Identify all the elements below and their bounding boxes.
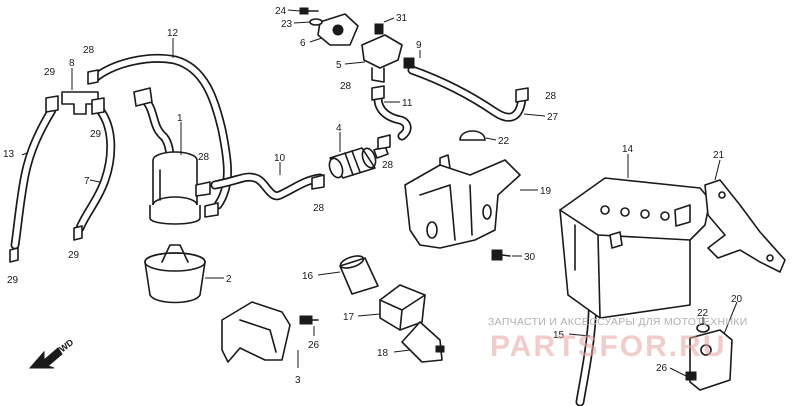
fuel-cock-5 <box>361 23 403 83</box>
rubber-mount-2 <box>144 244 206 304</box>
fuel-pump-1 <box>149 151 201 225</box>
fwd-arrow-icon <box>28 347 63 369</box>
label-4: 4 <box>336 123 342 134</box>
connector-18 <box>401 321 445 363</box>
label-21: 21 <box>713 150 725 161</box>
label-2: 2 <box>226 274 232 285</box>
fwd-label: FWD <box>53 337 76 358</box>
screw-24 <box>299 7 319 15</box>
label-15: 15 <box>553 330 565 341</box>
battery-bracket-21 <box>704 179 786 273</box>
label-26a: 26 <box>308 340 320 351</box>
hose-7 <box>75 105 116 233</box>
label-5: 5 <box>336 60 342 71</box>
bolt-30 <box>491 249 511 261</box>
label-31: 31 <box>396 13 408 24</box>
label-26b: 26 <box>656 363 668 374</box>
label-29a: 29 <box>44 67 56 78</box>
label-11: 11 <box>402 98 413 109</box>
label-20: 20 <box>731 294 743 305</box>
label-9: 9 <box>416 40 422 51</box>
clamp-29-3 <box>73 225 83 241</box>
clip-28-5 <box>377 134 391 150</box>
label-30: 30 <box>524 252 536 263</box>
hose-1-top <box>140 95 175 165</box>
label-27: 27 <box>547 112 559 123</box>
label-22a: 22 <box>498 136 510 147</box>
label-23: 23 <box>281 19 293 30</box>
clip-28-2 <box>195 181 211 197</box>
hose-11 <box>373 93 412 141</box>
relay-17 <box>379 284 426 331</box>
label-17: 17 <box>343 312 355 323</box>
label-28e: 28 <box>340 81 352 92</box>
label-28b: 28 <box>198 152 210 163</box>
battery-14 <box>559 177 711 319</box>
clamp-29-1 <box>45 95 59 113</box>
fuse-holder-16 <box>339 255 379 295</box>
label-28d: 28 <box>382 160 394 171</box>
washer-23 <box>309 18 323 26</box>
hose-12 <box>90 53 232 210</box>
clamp-pump-top <box>133 87 153 107</box>
label-7: 7 <box>84 176 90 187</box>
clamp-29-4 <box>9 247 19 263</box>
bolt-26-2 <box>685 371 697 381</box>
watermark: ЗАПЧАСТИ И АКСЕССУАРЫ ДЛЯ МОТОТЕХНИКИ PA… <box>488 316 748 363</box>
label-28a: 28 <box>83 45 95 56</box>
grommet-22 <box>459 130 486 141</box>
fwd-direction-indicator: FWD <box>28 337 76 369</box>
label-13: 13 <box>3 149 15 160</box>
label-14: 14 <box>622 144 634 155</box>
leader-lines <box>21 9 738 377</box>
label-29b: 29 <box>90 129 102 140</box>
label-18: 18 <box>377 348 389 359</box>
watermark-logo: PARTSFOR.RU <box>490 330 726 363</box>
label-10: 10 <box>274 153 286 164</box>
clip-28-1 <box>87 69 99 85</box>
label-29d: 29 <box>7 275 19 286</box>
bolt-26-1 <box>299 315 319 325</box>
label-3: 3 <box>295 375 301 386</box>
clip-28-4 <box>311 174 325 190</box>
hose-13 <box>10 105 57 250</box>
t-joint-8 <box>61 91 99 115</box>
hose-27 <box>407 65 527 122</box>
label-29c: 29 <box>68 250 80 261</box>
part-labels: 1 2 3 4 5 6 7 8 9 10 11 12 13 14 15 16 1… <box>3 6 743 386</box>
label-22b: 22 <box>697 308 709 319</box>
cover-3 <box>221 301 291 363</box>
label-24: 24 <box>275 6 287 17</box>
label-6: 6 <box>300 38 306 49</box>
label-1: 1 <box>177 113 183 124</box>
clip-28-6 <box>371 85 385 101</box>
clip-28-3 <box>204 202 219 218</box>
label-28f: 28 <box>545 91 557 102</box>
clip-28-7 <box>515 87 529 103</box>
label-28c: 28 <box>313 203 325 214</box>
clamp-29-2 <box>91 97 105 115</box>
battery-stay-20 <box>689 329 733 391</box>
label-8: 8 <box>69 58 75 69</box>
bracket-19 <box>404 154 521 249</box>
hose-10 <box>210 172 325 201</box>
bolt-9 <box>403 57 415 69</box>
watermark-tagline: ЗАПЧАСТИ И АКСЕССУАРЫ ДЛЯ МОТОТЕХНИКИ <box>488 316 748 328</box>
label-16: 16 <box>302 271 314 282</box>
fuel-filter-4 <box>328 145 389 179</box>
gasket-6 <box>317 13 359 46</box>
label-12: 12 <box>167 28 179 39</box>
label-19: 19 <box>540 186 552 197</box>
